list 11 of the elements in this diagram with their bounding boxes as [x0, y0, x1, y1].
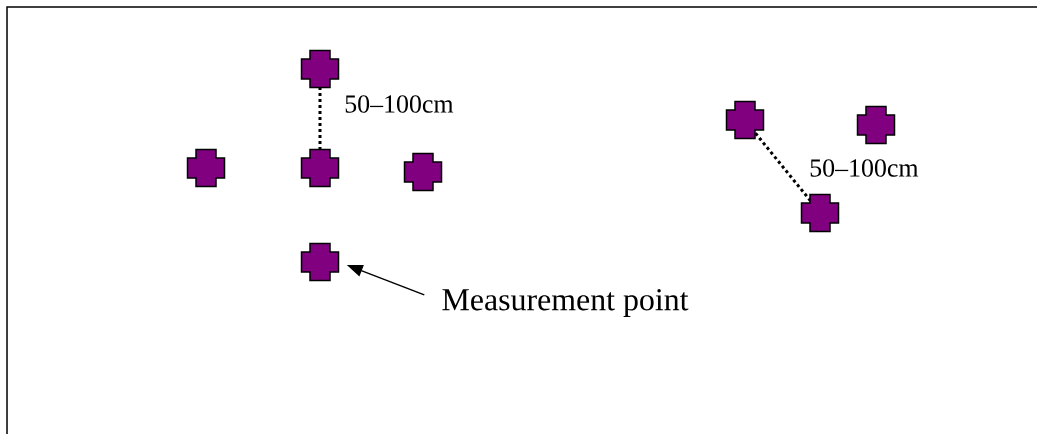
dimension-label: 50–100cm [345, 95, 454, 113]
point-marker [186, 148, 226, 188]
point-marker [403, 152, 443, 192]
point-marker [300, 242, 340, 282]
point-marker [856, 105, 896, 145]
point-marker [300, 148, 340, 188]
point-marker [800, 193, 840, 233]
label-text: Measurement point [442, 289, 689, 317]
point-marker [725, 100, 765, 140]
point-marker [300, 49, 340, 89]
dimension-label: 50–100cm [810, 159, 919, 177]
